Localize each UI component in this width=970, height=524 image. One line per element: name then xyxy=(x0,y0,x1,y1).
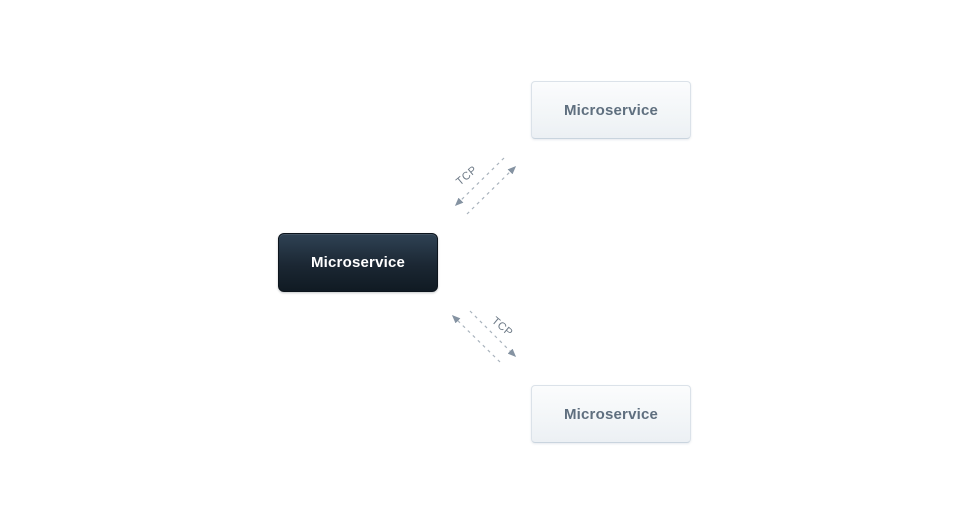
node-microservice-center-label: Microservice xyxy=(310,254,406,271)
connection-top: TCP xyxy=(454,157,517,215)
node-microservice-center: Microservice xyxy=(278,233,438,292)
dashed-arrow-to-center-node xyxy=(451,314,501,363)
dashed-arrow-to-center-node xyxy=(454,157,505,207)
dashed-arrow-to-top-node xyxy=(466,165,517,215)
connection-bottom: TCP xyxy=(451,310,517,363)
node-microservice-top-right-label: Microservice xyxy=(563,101,659,119)
node-microservice-top-right: Microservice xyxy=(531,81,691,139)
node-microservice-bottom-right-label: Microservice xyxy=(563,405,659,423)
connection-bottom-label: TCP xyxy=(489,315,515,339)
connection-top-label: TCP xyxy=(454,164,480,188)
dashed-arrow-to-bottom-node xyxy=(469,310,517,358)
node-microservice-bottom-right: Microservice xyxy=(531,385,691,443)
